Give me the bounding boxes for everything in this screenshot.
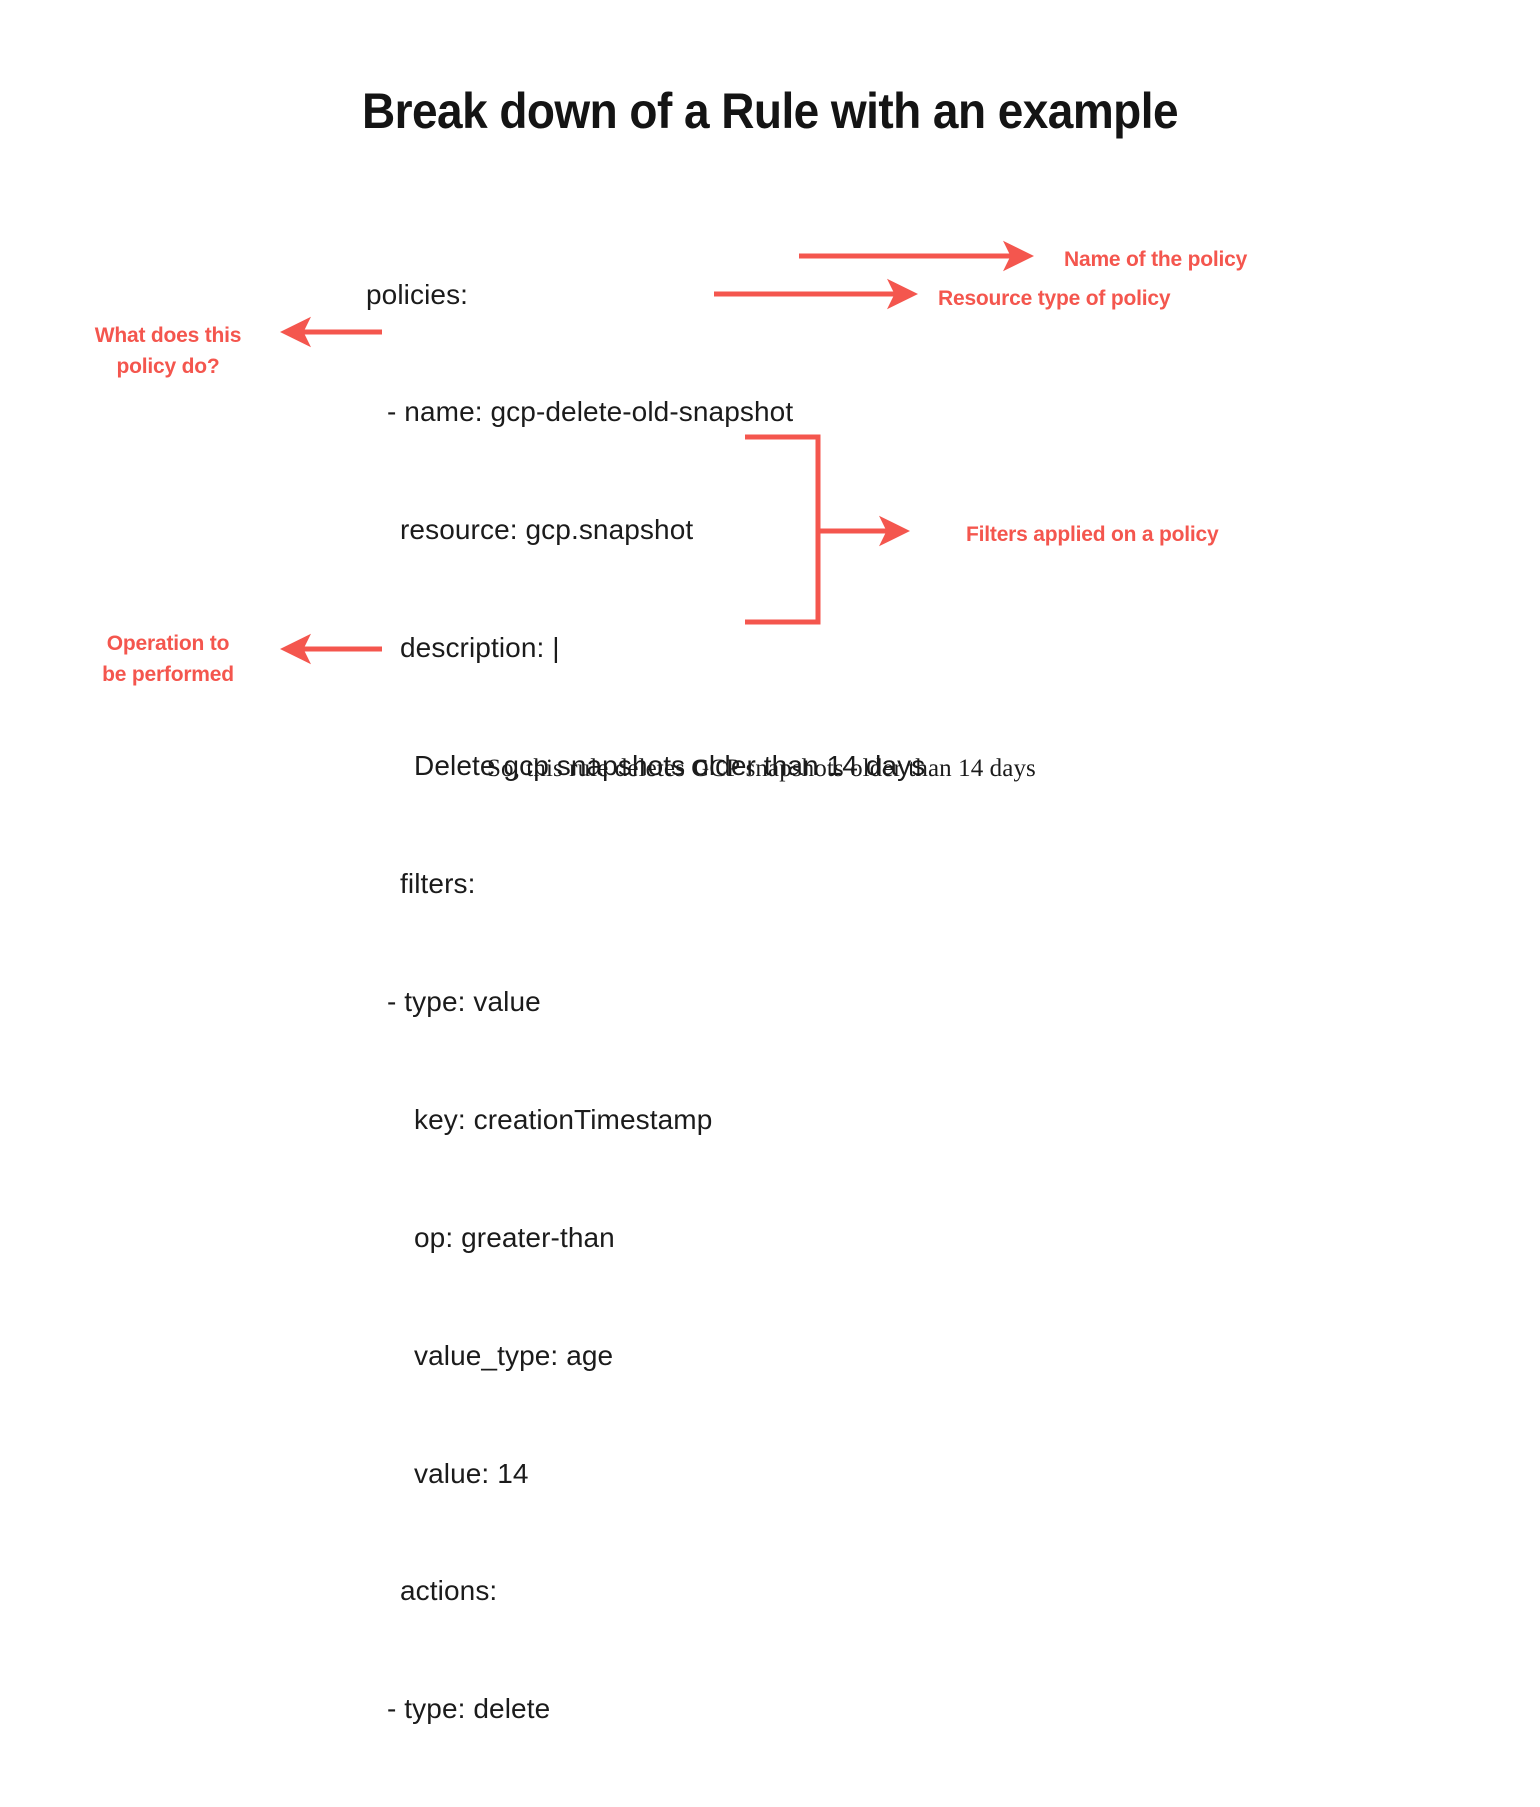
yaml-line-filter-value-type: value_type: age: [414, 1339, 614, 1371]
annotation-name-of-policy: Name of the policy: [1064, 248, 1248, 271]
yaml-line-actions: actions:: [400, 1575, 498, 1607]
yaml-line-action-type: - type: delete: [387, 1693, 551, 1725]
annotation-resource-type: Resource type of policy: [938, 287, 1171, 310]
yaml-line-name: - name: gcp-delete-old-snapshot: [387, 396, 794, 428]
yaml-line-policies: policies:: [366, 278, 469, 310]
yaml-line-description: description: |: [400, 632, 560, 664]
annotation-what-does-policy-do: What does this policy do?: [94, 324, 242, 378]
yaml-policy-block: policies: - name: gcp-delete-old-snapsho…: [366, 196, 925, 1807]
yaml-line-filter-op: op: greater-than: [414, 1221, 615, 1253]
yaml-line-resource: resource: gcp.snapshot: [400, 514, 694, 546]
annotation-filters-applied: Filters applied on a policy: [966, 523, 1219, 546]
yaml-line-filter-type: - type: value: [387, 985, 541, 1017]
yaml-line-filters: filters:: [400, 868, 476, 900]
yaml-line-description-body: Delete gcp snapshots older than 14 days: [414, 750, 926, 782]
summary-caption: So, this rule deletes GCP snapshots olde…: [487, 755, 1036, 782]
annotation-operation-performed: Operation to be performed: [102, 632, 234, 686]
diagram-canvas: Break down of a Rule with an example pol…: [94, 83, 1248, 1725]
yaml-line-filter-key: key: creationTimestamp: [414, 1103, 713, 1135]
page-title: Break down of a Rule with an example: [361, 83, 1179, 139]
yaml-line-filter-value: value: 14: [414, 1457, 529, 1489]
